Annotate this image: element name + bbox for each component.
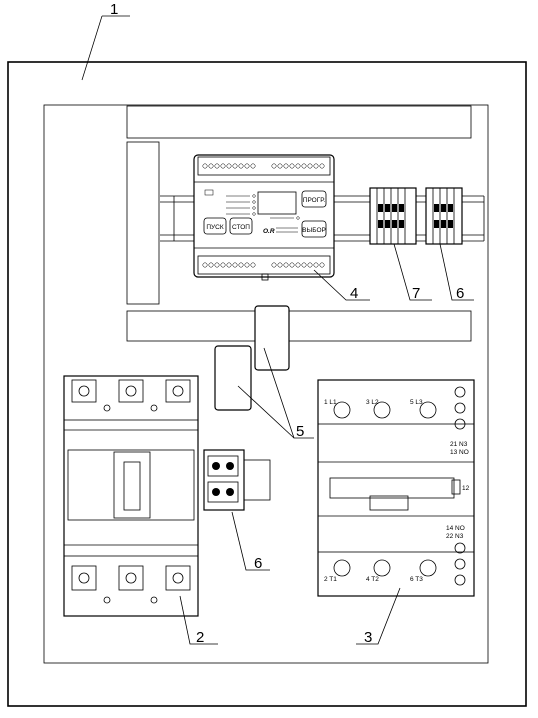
- relay-terminal-l3: 5 L3: [410, 399, 423, 406]
- callout-2: 2: [196, 629, 204, 646]
- controller-module: ПУСК СТОП ПРОГР. ВЫБОР O.R: [193, 154, 335, 281]
- thermal-relay: [317, 379, 475, 597]
- prog-button-label: ПРОГР.: [303, 197, 326, 204]
- controller-display: [257, 191, 297, 215]
- relay-aux-14no: 14 NO: [446, 525, 465, 532]
- leader-lines: [81, 15, 474, 645]
- select-button: [301, 220, 327, 238]
- stop-button: [229, 217, 253, 235]
- callout-1: 1: [110, 1, 118, 18]
- duct-left: [126, 141, 160, 305]
- controller-bottom-terminals: [202, 262, 325, 268]
- relay-aux-21n3: 21 N3: [450, 441, 468, 448]
- indicator-rows: [204, 189, 300, 220]
- relay-side-label: 12: [462, 485, 470, 492]
- prog-button: [301, 190, 327, 208]
- mounting-plate: [43, 104, 489, 664]
- mounting-bracket-lower: [214, 345, 252, 411]
- callout-4: 4: [350, 285, 358, 302]
- controller-top-terminals: [202, 163, 325, 169]
- relay-terminal-l2: 3 L2: [366, 399, 379, 406]
- circuit-breaker: [63, 375, 199, 617]
- callout-5: 5: [296, 423, 304, 440]
- select-button-label: ВЫБОР: [302, 227, 326, 234]
- enclosure-outer: [7, 61, 527, 707]
- duct-top: [126, 105, 472, 139]
- stop-button-label: СТОП: [232, 224, 250, 231]
- terminal-block-6-upper: [425, 187, 463, 245]
- relay-terminal-t1: 2 T1: [324, 576, 337, 583]
- relay-terminal-t2: 4 T2: [366, 576, 379, 583]
- callout-3: 3: [364, 629, 372, 646]
- terminal-block-7: [369, 187, 417, 245]
- relay-terminal-t3: 6 T3: [410, 576, 423, 583]
- callout-7: 7: [412, 285, 420, 302]
- relay-aux-22n3: 22 N3: [446, 533, 464, 540]
- mounting-bracket-upper: [254, 305, 290, 371]
- controller-logo: O.R: [263, 228, 275, 235]
- start-button-label: ПУСК: [206, 224, 223, 231]
- terminal-block-6-lower: [203, 449, 271, 511]
- relay-terminal-l1: 1 L1: [324, 399, 337, 406]
- duct-middle: [126, 310, 472, 342]
- callout-6-lower: 6: [254, 555, 262, 572]
- callout-6-upper: 6: [456, 285, 464, 302]
- relay-aux-13no: 13 NO: [450, 449, 469, 456]
- start-button: [203, 217, 227, 235]
